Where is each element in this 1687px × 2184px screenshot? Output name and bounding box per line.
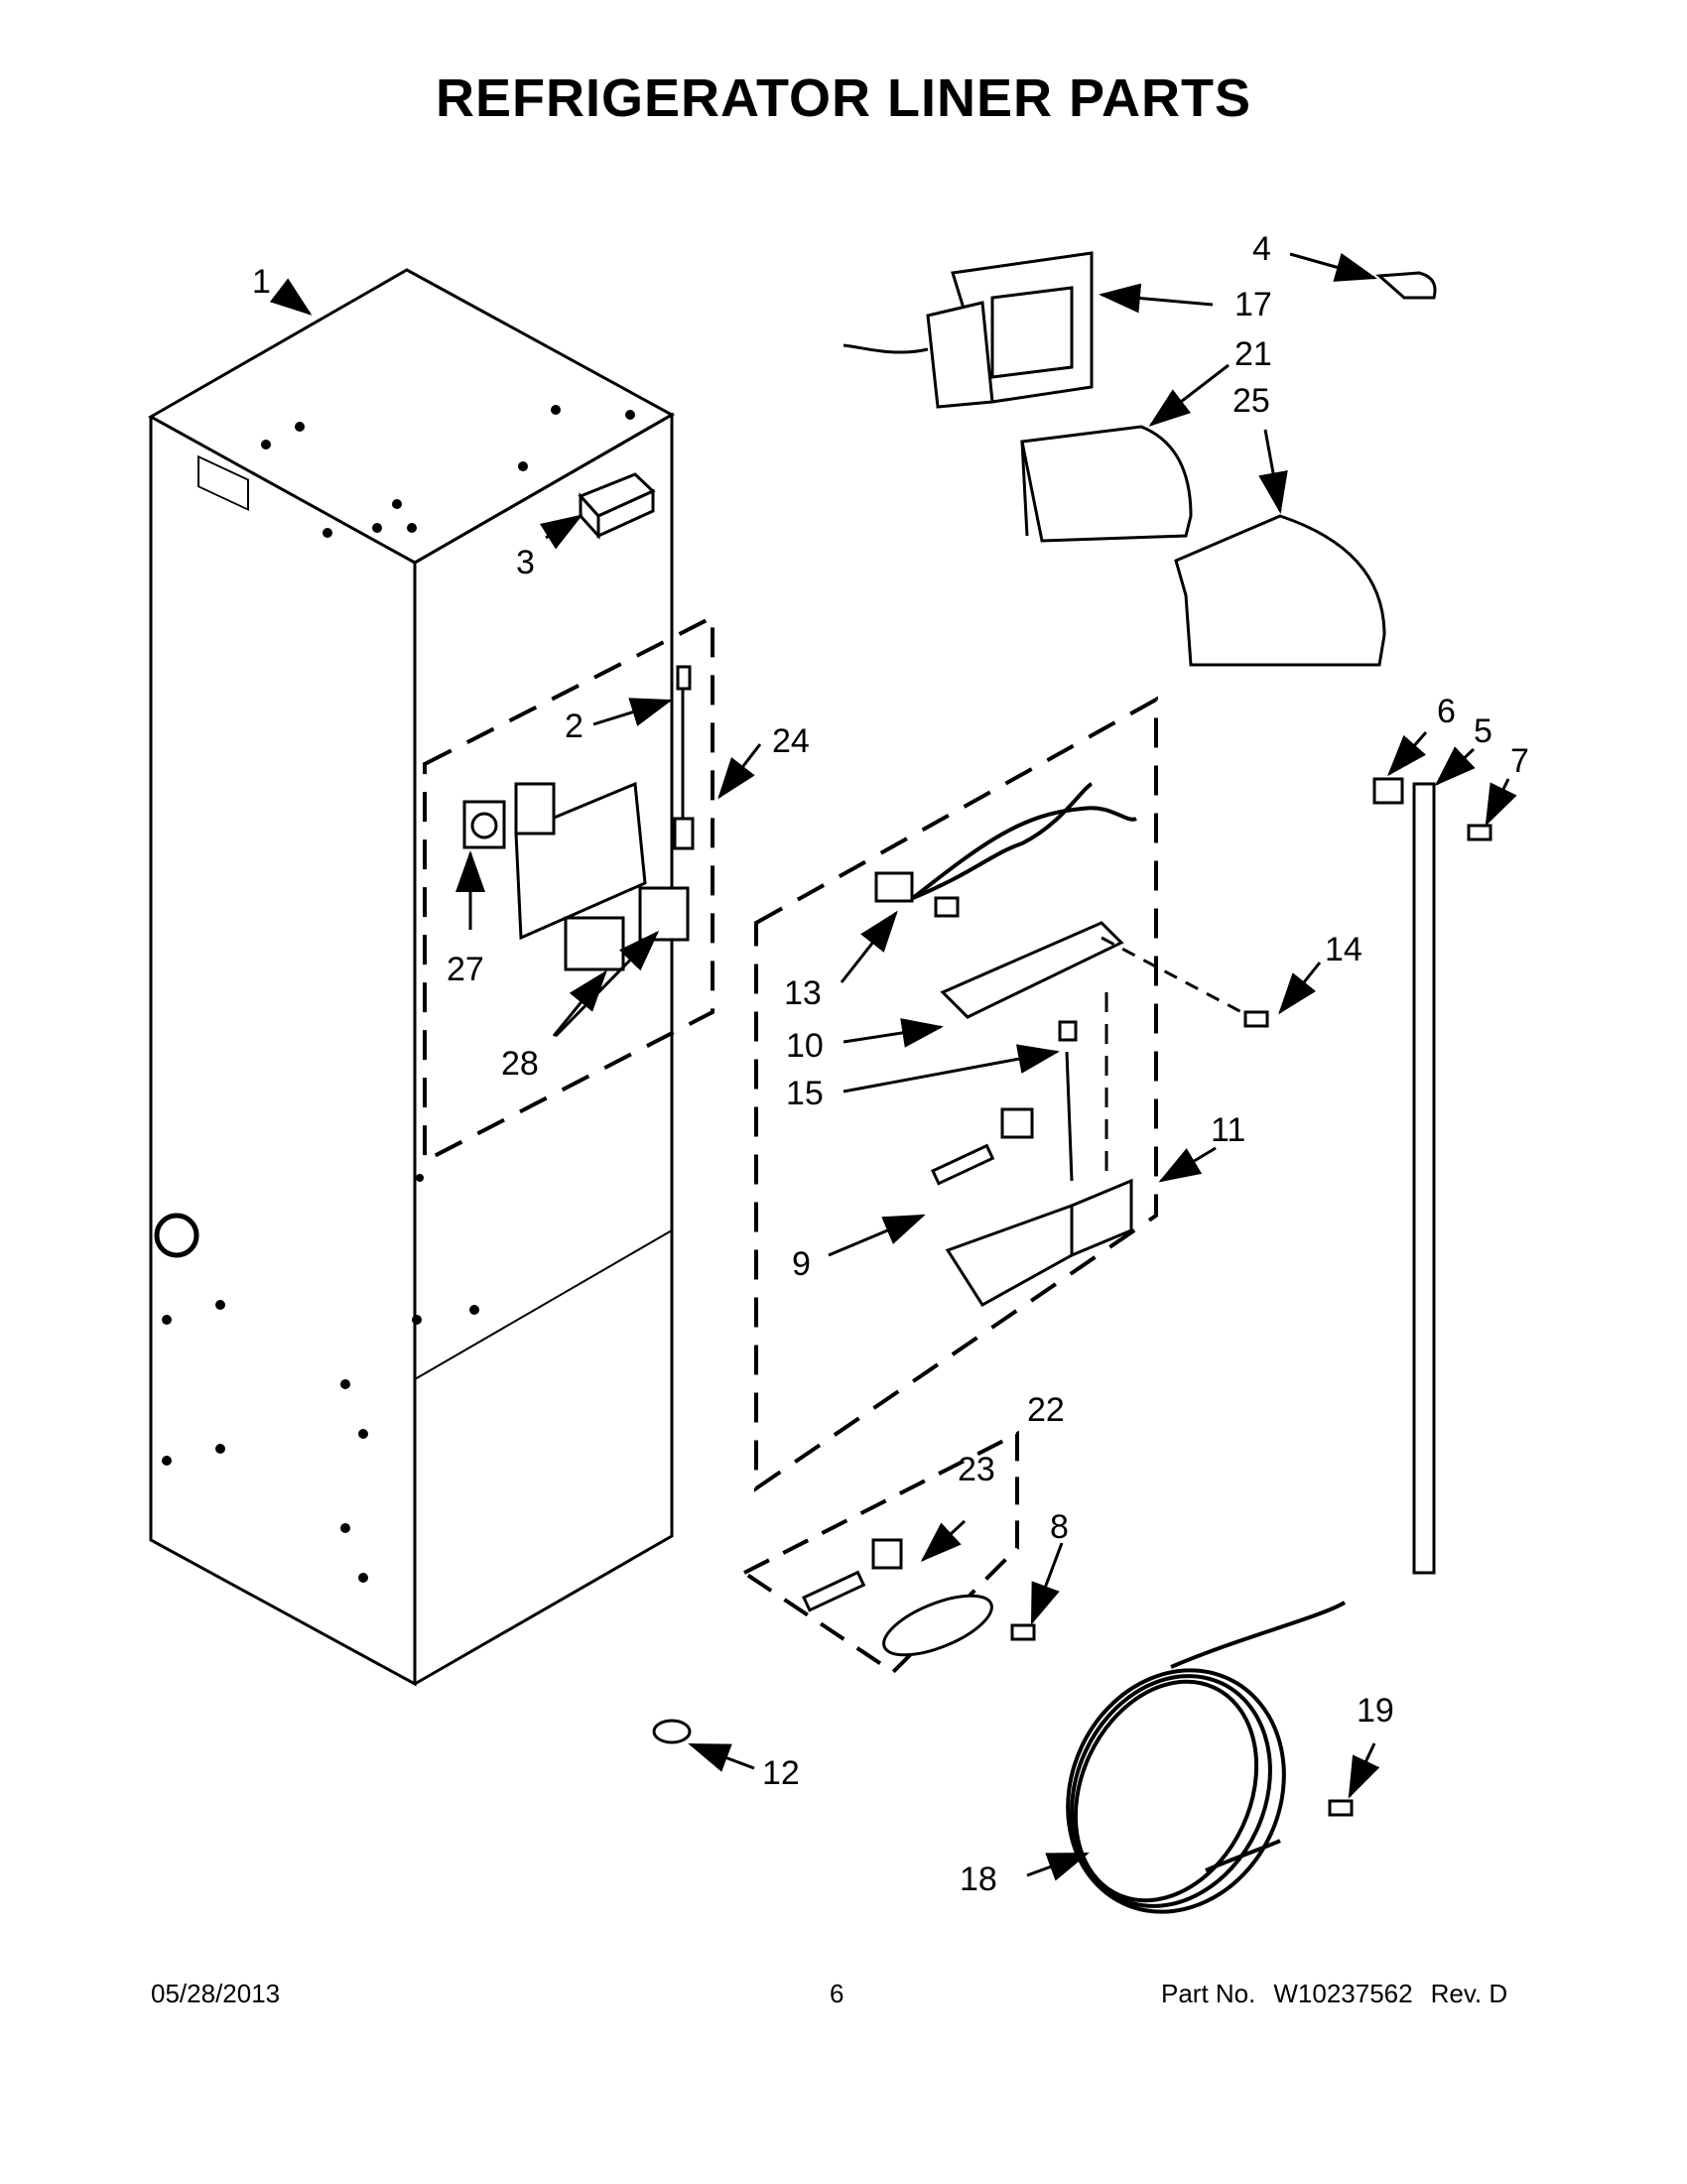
callout-1: 1	[252, 263, 271, 301]
callout-4: 4	[1252, 230, 1271, 268]
part-4-clip	[1375, 271, 1437, 300]
screws	[652, 824, 1492, 1817]
part-15-screw	[1058, 1020, 1078, 1042]
cabinet-holes	[162, 405, 635, 1583]
part-number-label: Part No.	[1161, 1979, 1256, 2008]
part-number: W10237562	[1273, 1979, 1413, 2008]
part-11-housing	[945, 992, 1133, 1307]
callout-21: 21	[1234, 335, 1272, 373]
callout-10: 10	[786, 1027, 824, 1065]
part-15-screw-shaft	[1065, 1051, 1074, 1182]
part-6-clip	[1372, 777, 1404, 805]
callout-8: 8	[1050, 1508, 1069, 1546]
page-title: REFRIGERATOR LINER PARTS	[435, 68, 1252, 128]
part-24-bracket	[462, 665, 695, 971]
callout-15: 15	[786, 1075, 824, 1112]
callout-2: 2	[565, 707, 584, 745]
callout-23: 23	[958, 1451, 995, 1488]
part-19-screw	[1328, 1799, 1354, 1817]
part-13-harness	[874, 782, 1137, 918]
part-17-light	[843, 251, 1094, 409]
part-12-plug	[652, 1719, 692, 1744]
part-7-screw	[1467, 824, 1492, 841]
control-assembly-outline	[754, 696, 1158, 1492]
part-21-cover	[1020, 425, 1193, 543]
part-8-screw	[1010, 1623, 1036, 1641]
footer-page-number: 6	[830, 1979, 844, 2008]
callout-24: 24	[772, 722, 810, 760]
callout-27: 27	[447, 951, 484, 988]
callout-11: 11	[1211, 1111, 1245, 1149]
liner-cabinet	[147, 268, 676, 1687]
callout-22: 22	[1027, 1391, 1065, 1429]
footer-date: 05/28/2013	[151, 1979, 281, 2008]
footer-part-info: Part No. W10237562 Rev. D	[1161, 1979, 1525, 2009]
callout-9: 9	[792, 1245, 811, 1283]
part-23-sensor	[802, 1538, 903, 1612]
callout-5: 5	[1474, 712, 1492, 750]
callout-25: 25	[1233, 382, 1270, 420]
part-14-screw	[1243, 1010, 1269, 1028]
callout-7: 7	[1510, 742, 1529, 780]
callout-13: 13	[784, 974, 822, 1012]
leader-arrows	[269, 252, 1517, 1881]
part-5-rail	[1412, 782, 1436, 1575]
part-22-display	[882, 1594, 993, 1657]
assembly-24-outline	[423, 613, 714, 1165]
part-9-sensor	[931, 1107, 1034, 1186]
part-3-housing	[578, 472, 656, 540]
callout-17: 17	[1234, 286, 1272, 323]
callout-14: 14	[1325, 931, 1363, 968]
revision: Rev. D	[1430, 1979, 1508, 2008]
part-22-outline	[740, 1430, 1019, 1675]
callout-19: 19	[1357, 1692, 1394, 1730]
callout-18: 18	[960, 1861, 997, 1898]
callout-3: 3	[516, 544, 535, 581]
part-14-leader	[1101, 936, 1261, 1024]
callout-6: 6	[1437, 693, 1456, 730]
part-25-cover	[1174, 514, 1386, 667]
callout-12: 12	[762, 1754, 800, 1792]
callout-28: 28	[501, 1045, 539, 1083]
part-10-bracket	[940, 921, 1124, 1019]
part-18-tubing	[1066, 1601, 1347, 1914]
